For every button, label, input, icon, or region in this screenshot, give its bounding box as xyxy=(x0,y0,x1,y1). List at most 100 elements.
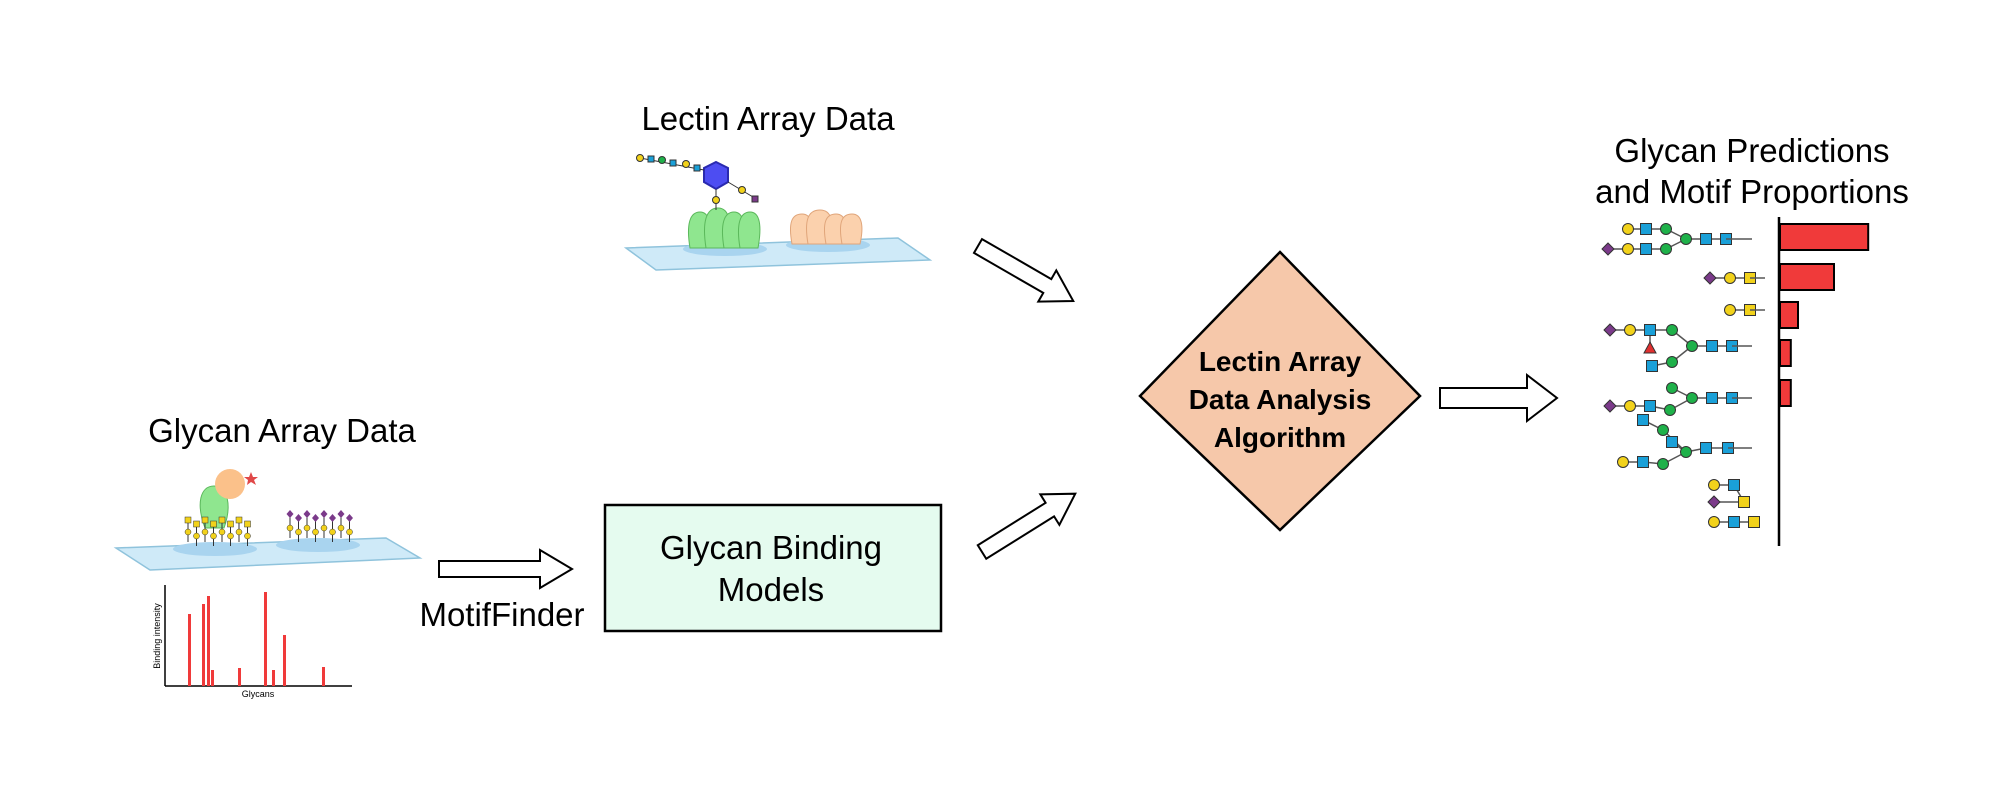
galnac-symbol xyxy=(227,520,234,528)
sialic-acid-symbol xyxy=(1703,271,1717,285)
proportion-bar xyxy=(1779,223,1870,251)
glycan-chain xyxy=(636,154,759,210)
galnac-symbol xyxy=(218,516,226,524)
intensity-bar xyxy=(264,592,267,686)
sialic-acid-symbol xyxy=(337,510,345,518)
chart-x-label: Glycans xyxy=(242,689,275,699)
chart-y-label: Binding intensity xyxy=(152,603,162,669)
predicted-glycan xyxy=(1708,516,1760,528)
sialic-acid-symbol xyxy=(1603,399,1617,413)
galactose-symbol xyxy=(201,528,209,536)
mannose-symbol xyxy=(1686,392,1698,404)
galnac-symbol xyxy=(1748,516,1760,528)
galnac-symbol xyxy=(201,516,209,524)
mannose-symbol xyxy=(1657,458,1669,470)
glcnac-symbol xyxy=(1640,223,1652,235)
lectin-to-algorithm-arrow xyxy=(972,237,1075,303)
fucose-symbol xyxy=(1643,340,1657,354)
proportion-bar xyxy=(1779,379,1792,407)
galactose-symbol xyxy=(286,524,294,532)
galactose-symbol xyxy=(1617,456,1629,468)
galactose-symbol xyxy=(295,528,302,536)
algorithm-to-predictions-arrow xyxy=(1439,372,1559,424)
glcnac-symbol xyxy=(1644,400,1656,412)
green-lectin xyxy=(687,207,761,249)
glcnac-symbol xyxy=(1728,479,1740,491)
sialic-acid-symbol xyxy=(286,510,294,518)
glycan-cluster xyxy=(286,510,353,542)
glcnac-symbol xyxy=(1706,392,1718,404)
proportion-bar xyxy=(1779,263,1835,291)
glcnac-symbol xyxy=(1700,233,1712,245)
glcnac-symbol xyxy=(1637,456,1649,468)
galactose-symbol xyxy=(218,528,226,536)
galnac-symbol xyxy=(244,520,251,528)
predicted-glycan xyxy=(1703,271,1765,285)
galnac-symbol xyxy=(235,516,243,524)
binding-intensity-chart: Binding intensity Glycans xyxy=(152,585,352,699)
proportion-bar xyxy=(1779,339,1792,367)
sialic-acid-symbol xyxy=(1601,242,1615,256)
spot xyxy=(173,542,257,556)
sialic-acid-symbol xyxy=(303,510,311,518)
sialic-acid-symbol xyxy=(329,514,336,522)
sialic-acid-symbol xyxy=(1603,323,1617,337)
intensity-bar xyxy=(238,668,241,686)
lectin-array-illustration xyxy=(623,154,933,271)
glycan-array-illustration xyxy=(113,469,423,571)
intensity-bar xyxy=(188,614,191,686)
chart-bars xyxy=(188,592,325,686)
predicted-glycan xyxy=(1617,414,1752,470)
galactose-symbol xyxy=(320,524,328,532)
predicted-glycan xyxy=(1603,323,1752,372)
galactose-symbol xyxy=(227,532,234,540)
galactose-symbol xyxy=(329,528,336,536)
predictions-line-1: Glycan Predictions xyxy=(1614,132,1890,169)
galnac-symbol xyxy=(184,516,192,524)
galactose-symbol xyxy=(184,528,192,536)
intensity-bar xyxy=(272,670,275,686)
glcnac-symbol xyxy=(1640,243,1652,255)
sialic-acid-symbol xyxy=(312,514,319,522)
sialic-acid-symbol xyxy=(295,514,302,522)
galactose-symbol xyxy=(1724,304,1736,316)
models-line-1: Glycan Binding xyxy=(660,529,882,566)
glycan-array-title: Glycan Array Data xyxy=(148,412,416,449)
intensity-bar xyxy=(283,635,286,686)
mannose-symbol xyxy=(1660,243,1672,255)
lectin-slide xyxy=(623,237,933,271)
mannose-symbol xyxy=(1657,424,1669,436)
mannose-symbol xyxy=(1660,223,1672,235)
algorithm-line-1: Lectin Array xyxy=(1198,346,1362,377)
predictions-line-2: and Motif Proportions xyxy=(1595,173,1909,210)
mannose-symbol xyxy=(1666,356,1678,368)
galactose-symbol xyxy=(337,524,345,532)
motif-finder-label: MotifFinder xyxy=(419,596,585,633)
glcnac-symbol xyxy=(1666,436,1678,448)
algorithm-line-3: Algorithm xyxy=(1213,422,1347,453)
mannose-symbol xyxy=(1680,233,1692,245)
galactose-symbol xyxy=(210,532,217,540)
algorithm-diamond xyxy=(1138,250,1422,532)
galnac-symbol xyxy=(1738,496,1750,508)
sialic-acid-symbol xyxy=(346,514,353,522)
glycan-binding-models-box xyxy=(603,503,943,633)
mannose-symbol xyxy=(1666,324,1678,336)
label-protein xyxy=(215,469,245,499)
sialic-acid-symbol xyxy=(320,510,328,518)
predicted-glycan xyxy=(1707,479,1750,509)
galactose-symbol xyxy=(1624,400,1636,412)
glycan-binding-models-label: Glycan Binding Models xyxy=(603,506,939,632)
glcnac-symbol xyxy=(1728,516,1740,528)
hexagon-glycan xyxy=(703,160,729,191)
glycan-slide xyxy=(113,537,423,571)
predicted-glycan xyxy=(1724,304,1765,316)
galactose-symbol xyxy=(1708,516,1720,528)
proportion-bar xyxy=(1779,301,1799,329)
motif-finder-arrow xyxy=(438,548,574,590)
galnac-symbol xyxy=(210,520,217,528)
galactose-symbol xyxy=(1708,479,1720,491)
mannose-symbol xyxy=(1680,446,1692,458)
glcnac-symbol xyxy=(1706,340,1718,352)
models-to-algorithm-arrow xyxy=(976,492,1077,561)
